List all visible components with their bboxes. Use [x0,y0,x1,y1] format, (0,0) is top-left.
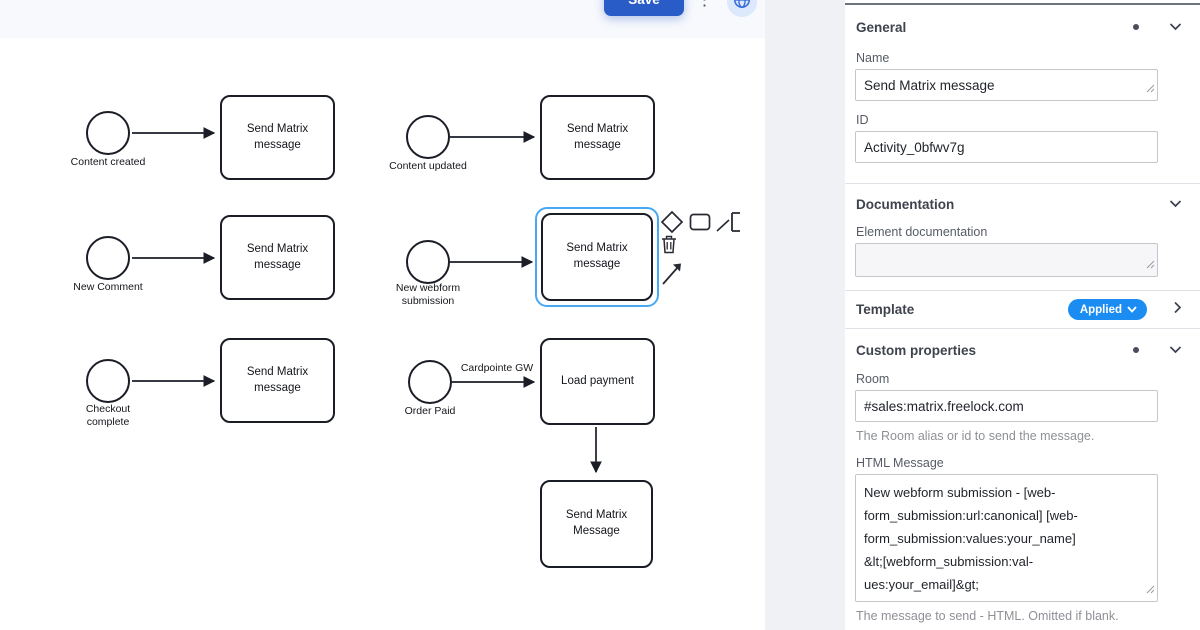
canvas-toolbar: Save ⋮ [0,0,765,38]
overflow-menu-icon[interactable]: ⋮ [696,0,713,8]
badge-label: Applied [1079,303,1122,316]
task-load-payment[interactable]: Load payment [540,338,655,425]
edited-dot-icon [1133,24,1139,30]
flow-edge-label: Cardpointe GW [460,362,534,374]
panel-top-border [845,3,1200,5]
account-badge[interactable] [727,0,757,17]
id-field-label: ID [856,113,869,127]
task-send-matrix-final[interactable]: Send Matrix Message [540,480,653,568]
connect-tool-icon[interactable] [660,259,685,292]
chevron-down-icon[interactable] [1169,18,1182,36]
html-message-help-text: The message to send - HTML. Omitted if b… [856,609,1119,624]
event-label: Content created [70,156,146,168]
properties-panel: General Name ID Documenta [845,0,1200,630]
edited-dot-icon [1133,347,1139,353]
group-general: General Name ID [845,0,1200,183]
room-help-text: The Room alias or id to send the message… [856,429,1095,443]
append-task-icon[interactable] [689,213,711,236]
chevron-down-icon[interactable] [1169,195,1182,213]
trash-icon[interactable] [661,235,677,259]
globe-icon [733,0,751,14]
group-title: Documentation [856,196,955,212]
start-event-content-updated[interactable] [406,115,450,159]
room-field-label: Room [856,372,890,386]
chevron-right-icon[interactable] [1173,301,1182,319]
template-row[interactable]: Template Applied [855,291,1182,328]
start-event-content-created[interactable] [86,111,130,155]
selection-outline [535,207,659,307]
template-applied-badge[interactable]: Applied [1067,299,1147,320]
task-send-matrix-4-selected[interactable]: Send Matrix message [541,213,653,301]
task-label: Send Matrix message [566,242,628,270]
event-label: New webform submission [395,282,461,308]
group-divider [845,290,1200,291]
group-general-header[interactable]: General [855,17,1182,37]
chevron-down-icon [1127,306,1137,313]
group-title: Custom properties [856,342,977,358]
chevron-down-icon[interactable] [1169,341,1182,359]
context-pad [659,207,749,291]
id-input[interactable] [855,131,1158,163]
group-divider [845,328,1200,329]
html-message-input[interactable] [855,474,1158,603]
diagram-canvas[interactable]: Save ⋮ [0,0,765,630]
text-annotation-icon[interactable] [714,209,742,240]
task-label: Send Matrix message [246,365,309,394]
panel-resizer [765,0,845,630]
event-label: Checkout complete [85,403,131,429]
task-send-matrix-3[interactable]: Send Matrix message [220,215,335,300]
name-field-label: Name [856,51,890,65]
event-label: Content updated [389,160,467,172]
group-custom-properties: Custom properties Room The Room alias or… [845,329,1200,625]
group-template: Template Applied [845,291,1200,328]
task-label: Send Matrix message [566,122,629,151]
element-documentation-input[interactable] [855,243,1158,277]
task-label: Load payment [561,374,634,387]
save-button[interactable]: Save [604,0,684,16]
start-event-new-webform[interactable] [406,240,450,284]
group-title: General [856,19,907,35]
append-gateway-icon[interactable] [660,210,684,239]
task-label: Send Matrix message [246,242,309,271]
task-send-matrix-5[interactable]: Send Matrix message [220,338,335,423]
element-documentation-label: Element documentation [856,225,988,239]
start-event-checkout-complete[interactable] [86,359,130,403]
task-label: Send Matrix Message [565,509,628,537]
name-input[interactable] [855,69,1158,101]
event-label: Order Paid [404,405,456,417]
group-custom-header[interactable]: Custom properties [855,340,1182,360]
task-send-matrix-1[interactable]: Send Matrix message [220,95,335,180]
group-divider [845,183,1200,184]
start-event-order-paid[interactable] [408,360,452,404]
sequence-flow-layer [132,127,602,474]
room-input[interactable] [855,390,1158,422]
task-send-matrix-2[interactable]: Send Matrix message [540,95,655,180]
task-label: Send Matrix message [246,122,309,151]
start-event-new-comment[interactable] [86,236,130,280]
event-label: New Comment [73,281,143,293]
group-title: Template [856,302,915,317]
group-documentation-header[interactable]: Documentation [855,194,1182,214]
html-message-label: HTML Message [856,456,944,471]
group-documentation: Documentation Element documentation [845,184,1200,290]
